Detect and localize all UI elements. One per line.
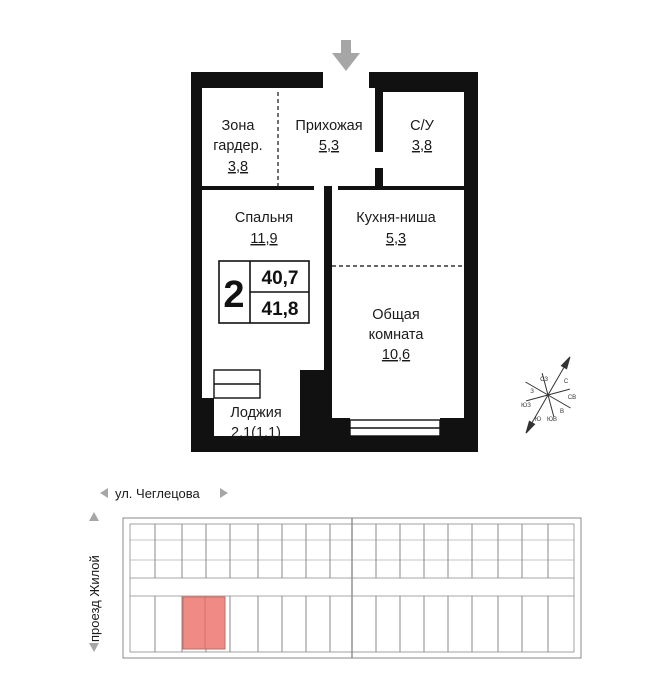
total-area-value: 41,8: [262, 299, 299, 320]
room-kitchen: Кухня-ниша 5,3: [356, 210, 436, 247]
room-loggia: Лоджия 2,1(1,1): [230, 405, 281, 441]
inner-walls: [202, 88, 464, 418]
street-top-label: ул. Чеглецова: [115, 486, 200, 501]
rooms-count: 2: [223, 274, 244, 316]
compass-ne: СВ: [568, 395, 576, 401]
compass-nw: СЗ: [540, 377, 548, 383]
compass-e: В: [560, 409, 564, 415]
room-hall-area: 5,3: [319, 138, 339, 154]
room-living-name-1: Общая: [372, 307, 419, 323]
building-floor-plan: [122, 517, 582, 659]
room-loggia-area: 2,1(1,1): [231, 425, 281, 441]
apartment-plan: Зона гардер. 3,8 Прихожая 5,3 С/У 3,8 Сп…: [191, 72, 478, 452]
compass-rose-icon: С СВ В ЮВ Ю ЮЗ З СЗ: [521, 356, 576, 434]
room-wardrobe-name-1: Зона: [222, 118, 256, 134]
loggia-window: [213, 369, 261, 399]
street-left: проезд Жилой: [87, 512, 102, 652]
room-wardrobe: Зона гардер. 3,8: [213, 118, 262, 175]
arrow-left-icon: [100, 488, 108, 498]
room-bedroom-area: 11,9: [250, 231, 277, 247]
room-kitchen-area: 5,3: [386, 231, 406, 247]
room-bedroom-name: Спальня: [235, 210, 293, 226]
arrow-right-icon: [220, 488, 228, 498]
room-hall: Прихожая 5,3: [295, 118, 362, 154]
room-wardrobe-name-2: гардер.: [213, 138, 262, 154]
outer-walls: [191, 72, 478, 452]
street-top: ул. Чеглецова: [100, 486, 228, 501]
room-kitchen-name: Кухня-ниша: [356, 210, 436, 226]
room-hall-name: Прихожая: [295, 118, 362, 134]
arrow-down-icon: [89, 643, 99, 652]
room-bathroom-area: 3,8: [412, 138, 432, 154]
compass-sw: ЮЗ: [521, 403, 531, 409]
room-wardrobe-area: 3,8: [228, 159, 248, 175]
room-living-name-2: комната: [369, 327, 425, 343]
zone-dividers: [277, 92, 464, 267]
room-bedroom: Спальня 11,9: [235, 210, 293, 247]
room-living: Общая комната 10,6: [369, 307, 425, 363]
living-area-value: 40,7: [262, 268, 299, 289]
apartment-location-highlight: [182, 596, 226, 650]
living-room-window: [349, 419, 441, 437]
compass-se: ЮВ: [547, 417, 557, 423]
street-left-label: проезд Жилой: [87, 555, 102, 642]
entrance-arrow-icon: [332, 40, 360, 71]
arrow-up-icon: [89, 512, 99, 521]
apartment-summary-box: 2 40,7 41,8: [218, 260, 310, 324]
room-bathroom-name: С/У: [410, 118, 435, 134]
room-bathroom: С/У 3,8: [410, 118, 435, 154]
compass-w: З: [530, 389, 534, 395]
compass-n: С: [564, 379, 569, 385]
compass-s: Ю: [535, 417, 541, 423]
room-loggia-name: Лоджия: [230, 405, 281, 421]
room-living-area: 10,6: [382, 347, 410, 363]
